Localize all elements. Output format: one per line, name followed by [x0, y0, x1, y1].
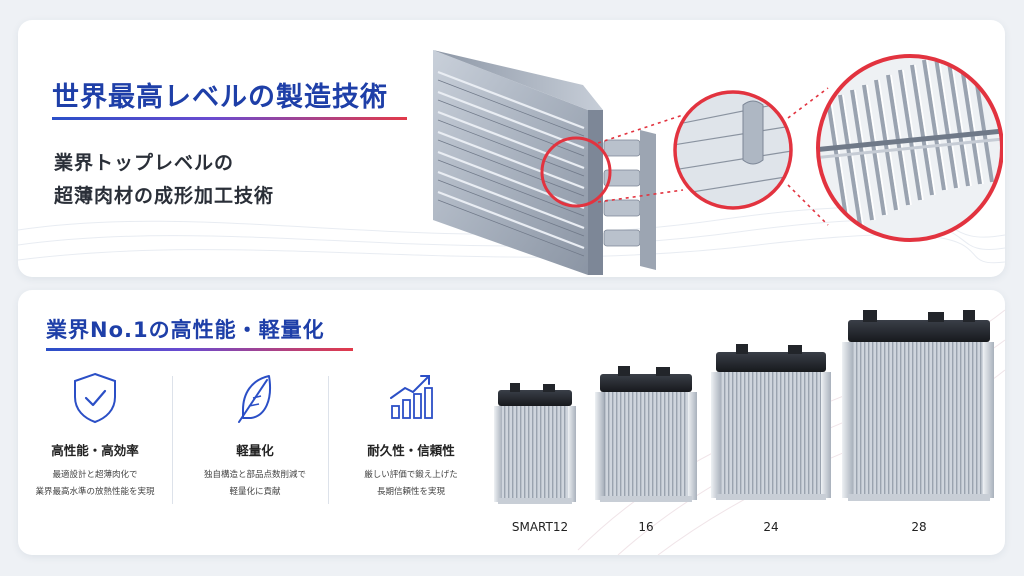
radiator-label-16: 16	[638, 520, 654, 534]
feature-desc-line-2: 業界最高水準の放熱性能を実現	[35, 487, 155, 497]
feature-title: 高性能・高効率	[51, 443, 139, 458]
section-title-manufacturing: 世界最高レベルの製造技術	[52, 82, 388, 113]
performance-panel: 業界No.1の高性能・軽量化 高性能・高効率 最適設計と超薄肉化で 業界最高水準…	[18, 290, 1005, 555]
subtitle-line-2: 超薄肉材の成形加工技術	[54, 185, 275, 207]
feature-title: 耐久性・信頼性	[367, 443, 455, 458]
feature-durability: 耐久性・信頼性 厳しい評価で鍛え上げた 長期信頼性を実現	[336, 370, 486, 520]
radiator-28	[842, 310, 994, 501]
feature-title: 軽量化	[236, 443, 274, 458]
feature-lightweight: 軽量化 独自構造と部品点数削減で 軽量化に貢献	[180, 370, 330, 520]
radiator-label-28: 28	[911, 520, 927, 534]
title-underline-bottom	[46, 348, 353, 351]
feature-desc-line-1: 独自構造と部品点数削減で	[203, 470, 306, 480]
feature-divider	[172, 376, 173, 504]
radiator-label-24: 24	[763, 520, 779, 534]
feature-desc-line-2: 長期信頼性を実現	[376, 487, 445, 497]
feather-icon	[238, 375, 271, 423]
feature-desc-line-1: 最適設計と超薄肉化で	[52, 470, 138, 480]
subtitle-line-1: 業界トップレベルの	[54, 152, 235, 174]
feature-desc-line-2: 軽量化に貢献	[229, 487, 281, 497]
radiator-24	[711, 344, 831, 500]
radiator-16	[595, 366, 697, 502]
growth-chart-icon	[390, 375, 433, 419]
section-title-performance: 業界No.1の高性能・軽量化	[46, 318, 325, 342]
radiator-lineup-illustration	[494, 310, 994, 504]
radiator-label-smart12: SMART12	[511, 520, 569, 534]
radiator-smart12	[494, 383, 576, 504]
manufacturing-tech-panel: 世界最高レベルの製造技術 業界トップレベルの 超薄肉材の成形加工技術	[18, 20, 1005, 277]
feature-high-performance: 高性能・高効率 最適設計と超薄肉化で 業界最高水準の放熱性能を実現	[20, 370, 170, 520]
shield-check-icon	[74, 372, 116, 424]
heat-exchanger-core-illustration	[433, 50, 1003, 275]
title-underline	[52, 117, 407, 120]
feature-desc-line-1: 厳しい評価で鍛え上げた	[364, 470, 458, 480]
feature-divider	[328, 376, 329, 504]
